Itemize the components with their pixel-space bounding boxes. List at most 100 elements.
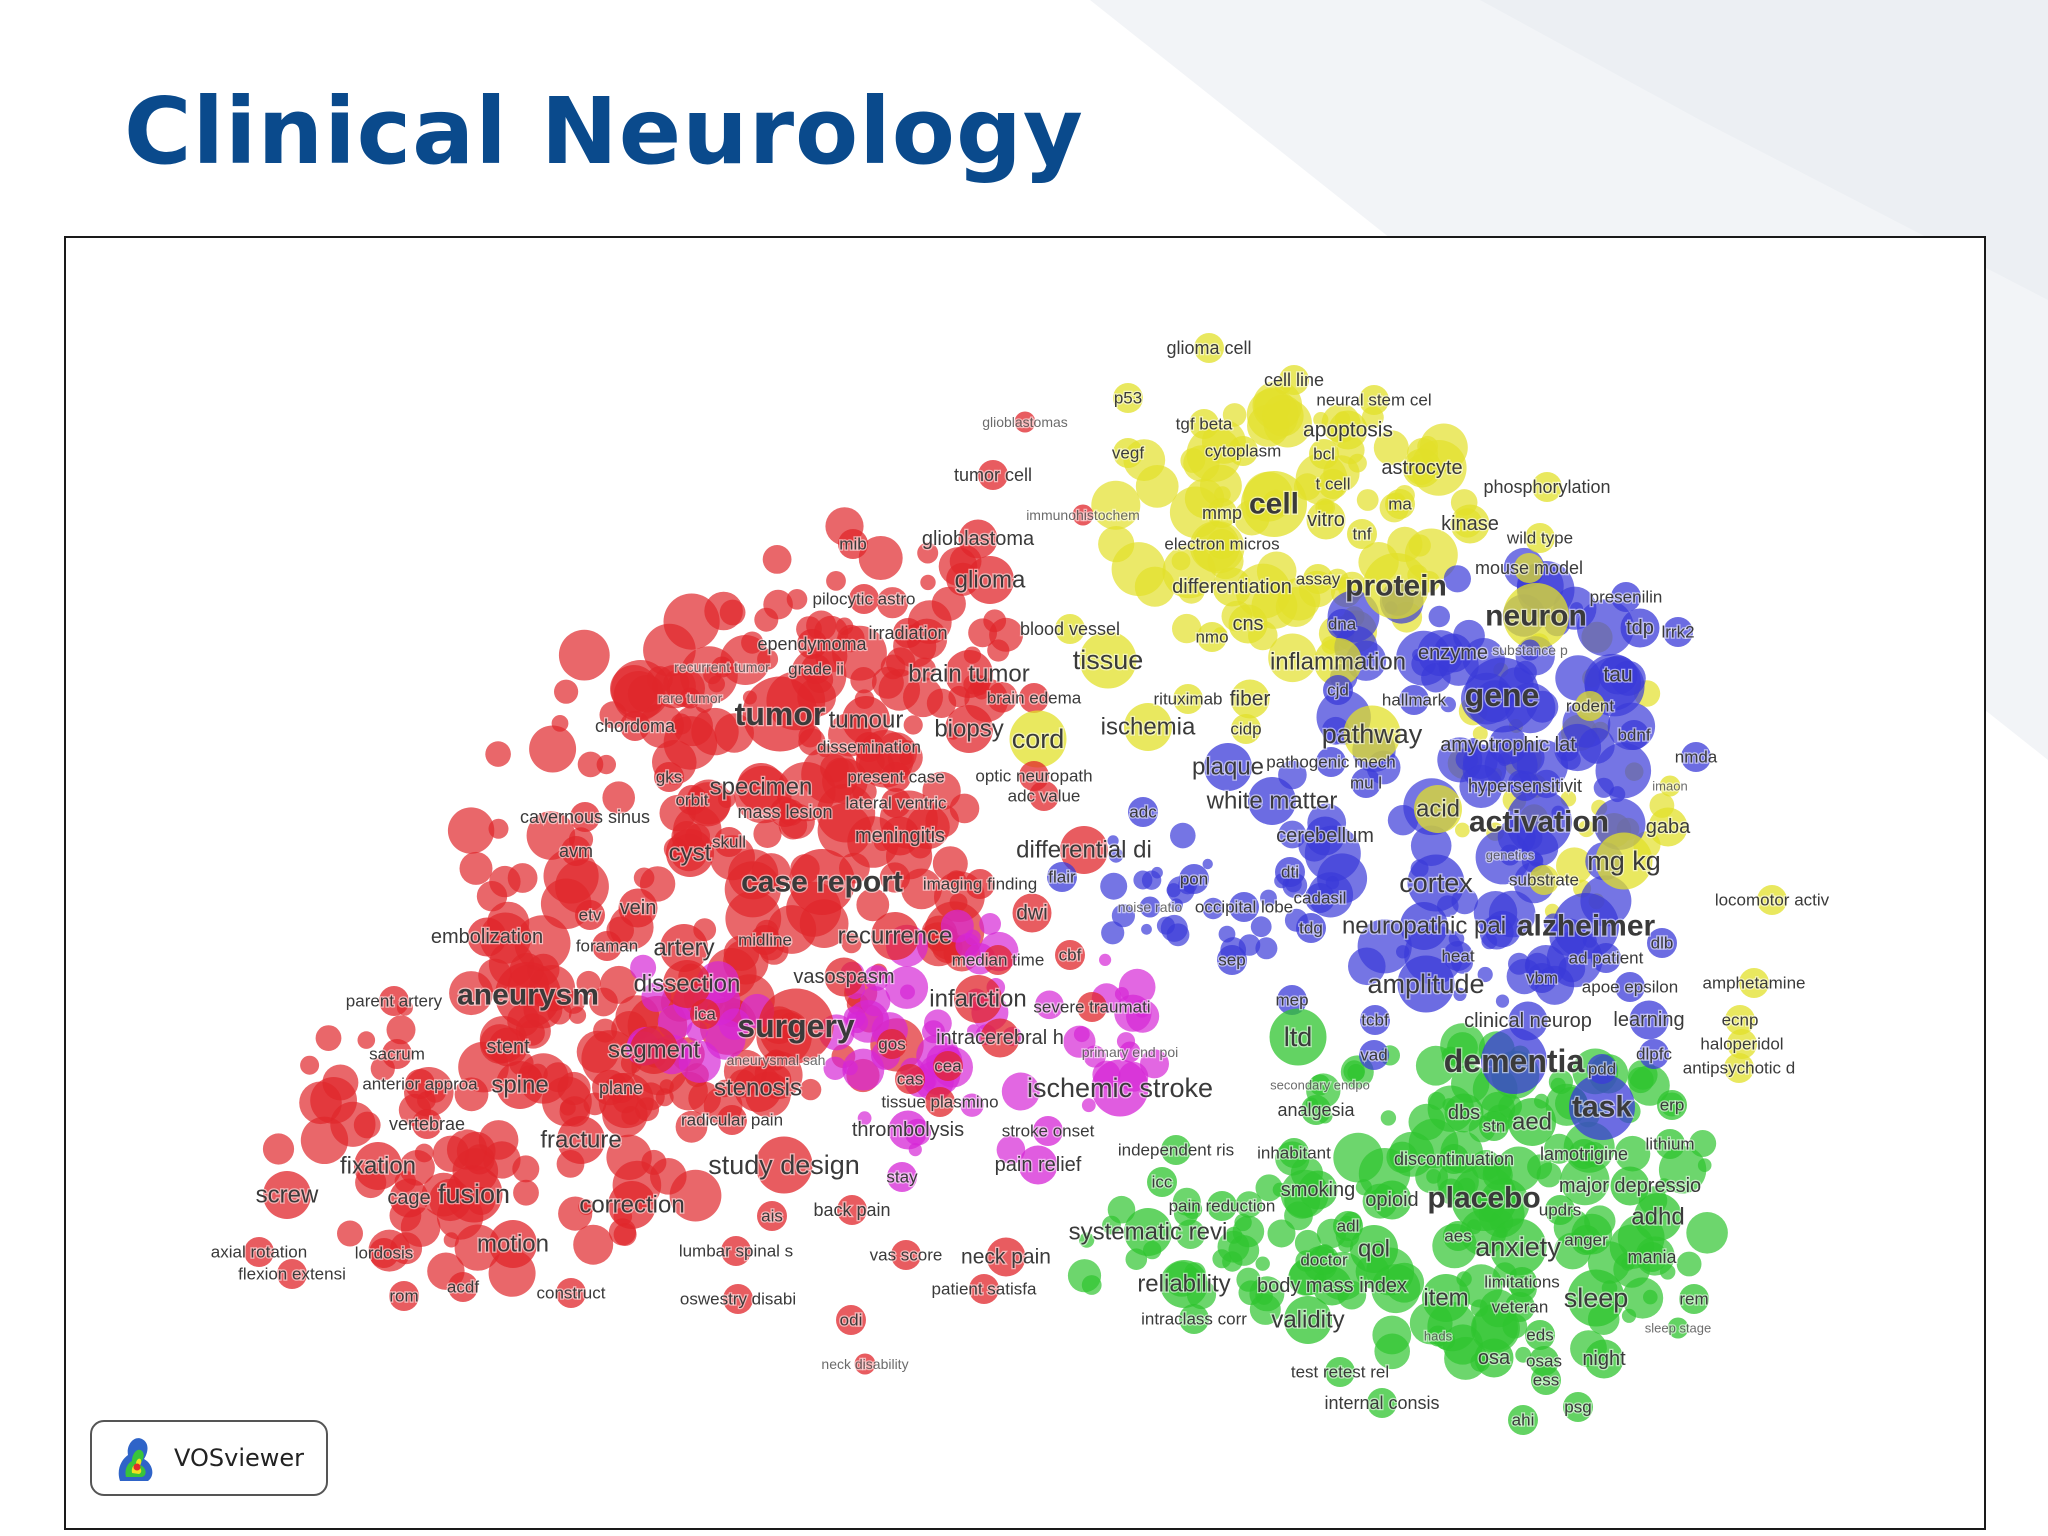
term-node[interactable] [758, 988, 834, 1064]
term-node[interactable] [1359, 385, 1389, 415]
term-node[interactable] [1400, 902, 1448, 950]
term-label[interactable]: irradiation [867, 622, 949, 645]
term-node[interactable] [1119, 1041, 1141, 1063]
term-label[interactable]: cadasil [1292, 887, 1347, 909]
term-node[interactable] [717, 1105, 747, 1135]
term-label[interactable]: systematic revi [1067, 1217, 1228, 1247]
term-label[interactable]: hads [1423, 1327, 1454, 1345]
term-label[interactable]: vbm [1525, 967, 1560, 989]
term-node[interactable] [1328, 410, 1368, 450]
term-node[interactable] [1464, 657, 1540, 733]
term-label[interactable]: astrocyte [1380, 456, 1464, 481]
term-label[interactable]: imaon [1651, 777, 1689, 795]
term-node[interactable] [797, 629, 827, 659]
term-label[interactable]: reliability [1136, 1269, 1232, 1299]
term-node[interactable] [1012, 893, 1052, 933]
term-label[interactable]: odi [838, 1309, 863, 1331]
term-label[interactable]: cavernous sinus [519, 806, 652, 829]
term-node[interactable] [263, 1171, 311, 1219]
term-node[interactable] [723, 1284, 753, 1314]
term-node[interactable] [854, 732, 884, 762]
term-label[interactable]: ltd [1282, 1021, 1313, 1054]
term-label[interactable]: adc value [1006, 785, 1081, 807]
term-node[interactable] [1360, 1005, 1390, 1035]
term-node[interactable] [677, 785, 707, 815]
term-node[interactable] [1229, 892, 1259, 922]
term-label[interactable]: primary end poi [1081, 1043, 1180, 1062]
term-label[interactable]: lithium [1644, 1133, 1696, 1155]
term-label[interactable]: antipsychotic d [1682, 1057, 1797, 1079]
term-node[interactable] [750, 925, 780, 955]
term-label[interactable]: chordoma [594, 715, 678, 738]
term-label[interactable]: neck disability [820, 1355, 910, 1374]
term-node[interactable] [888, 1110, 928, 1150]
term-node[interactable] [606, 1073, 636, 1103]
term-node[interactable] [1207, 529, 1237, 559]
term-node[interactable] [1124, 1208, 1172, 1256]
term-label[interactable]: cns [1231, 612, 1265, 637]
term-node[interactable] [958, 519, 998, 559]
term-label[interactable]: differential di [1015, 835, 1153, 865]
term-node[interactable] [405, 1069, 435, 1099]
term-label[interactable]: intraclass corr [1140, 1308, 1249, 1330]
term-node[interactable] [1207, 1191, 1237, 1221]
term-label[interactable]: anterior approa [361, 1073, 479, 1095]
term-label[interactable]: correction [578, 1190, 686, 1220]
term-node[interactable] [1553, 893, 1619, 959]
term-node[interactable] [1367, 1388, 1397, 1418]
term-label[interactable]: surgery [736, 1007, 856, 1046]
term-label[interactable]: occipital lobe [1194, 896, 1295, 918]
term-label[interactable]: ischemic stroke [1026, 1072, 1215, 1105]
term-label[interactable]: genetics [1485, 846, 1536, 864]
term-label[interactable]: oswestry disabi [679, 1288, 798, 1310]
term-node[interactable] [1655, 1129, 1685, 1159]
term-label[interactable]: glioblastomas [981, 413, 1069, 432]
term-label[interactable]: aes [1443, 1225, 1473, 1247]
term-node[interactable] [1399, 685, 1429, 715]
term-node[interactable] [1385, 489, 1415, 519]
term-label[interactable]: presenilin [1588, 586, 1663, 608]
term-node[interactable] [1569, 1074, 1635, 1140]
term-node[interactable] [1359, 1040, 1389, 1070]
term-label[interactable]: construct [535, 1282, 607, 1304]
term-label[interactable]: vas score [868, 1244, 943, 1266]
term-node[interactable] [1422, 1274, 1470, 1322]
term-node[interactable] [1228, 436, 1258, 466]
term-label[interactable]: assay [1295, 568, 1342, 590]
term-label[interactable]: hypersensitivit [1467, 775, 1584, 798]
term-label[interactable]: rare tumor [656, 689, 723, 708]
term-node[interactable] [244, 1237, 274, 1267]
term-node[interactable] [679, 687, 701, 709]
term-node[interactable] [1444, 1093, 1484, 1133]
term-label[interactable]: bdnf [1616, 724, 1652, 746]
term-label[interactable]: lordosis [353, 1242, 414, 1264]
term-label[interactable]: apoptosis [1302, 417, 1394, 443]
term-node[interactable] [1241, 471, 1307, 537]
term-label[interactable]: neural stem cel [1315, 389, 1433, 411]
term-label[interactable]: t cell [1314, 473, 1351, 495]
term-label[interactable]: present case [846, 766, 946, 788]
term-label[interactable]: severe traumati [1032, 996, 1152, 1018]
term-label[interactable]: stent [485, 1035, 531, 1060]
term-node[interactable] [1077, 992, 1107, 1022]
term-node[interactable] [1414, 785, 1462, 833]
term-label[interactable]: brain edema [985, 687, 1083, 709]
term-label[interactable]: pain reduction [1167, 1195, 1276, 1217]
term-node[interactable] [1197, 622, 1227, 652]
term-node[interactable] [933, 1051, 963, 1081]
term-node[interactable] [945, 705, 993, 753]
term-label[interactable]: enzyme [1417, 641, 1490, 666]
term-label[interactable]: tumor [733, 695, 826, 734]
term-label[interactable]: electron micros [1163, 533, 1281, 555]
term-label[interactable]: dlpfc [1635, 1043, 1674, 1065]
term-node[interactable] [1663, 617, 1693, 647]
term-node[interactable] [630, 1026, 678, 1074]
term-label[interactable]: protein [1344, 568, 1448, 604]
term-node[interactable] [1591, 943, 1621, 973]
term-label[interactable]: pdd [1587, 1058, 1618, 1080]
term-node[interactable] [824, 957, 864, 997]
term-node[interactable] [770, 797, 800, 827]
term-node[interactable] [1681, 742, 1711, 772]
term-node[interactable] [1507, 1267, 1537, 1297]
term-label[interactable]: placebo [1426, 1180, 1542, 1216]
